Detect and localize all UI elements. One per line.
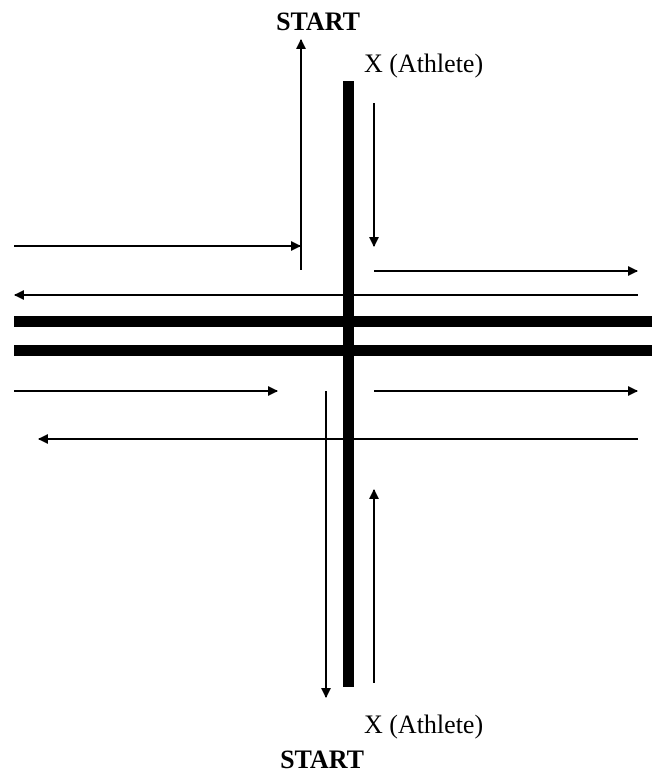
bottom-athlete-label: X (Athlete) (364, 710, 483, 739)
top-start-label: START (276, 7, 360, 36)
vertical-bar (343, 81, 354, 687)
top-athlete-label: X (Athlete) (364, 49, 483, 78)
bottom-start-label: START (280, 745, 364, 774)
horizontal-bar-bottom (14, 345, 652, 356)
horizontal-bar-top (14, 316, 652, 327)
